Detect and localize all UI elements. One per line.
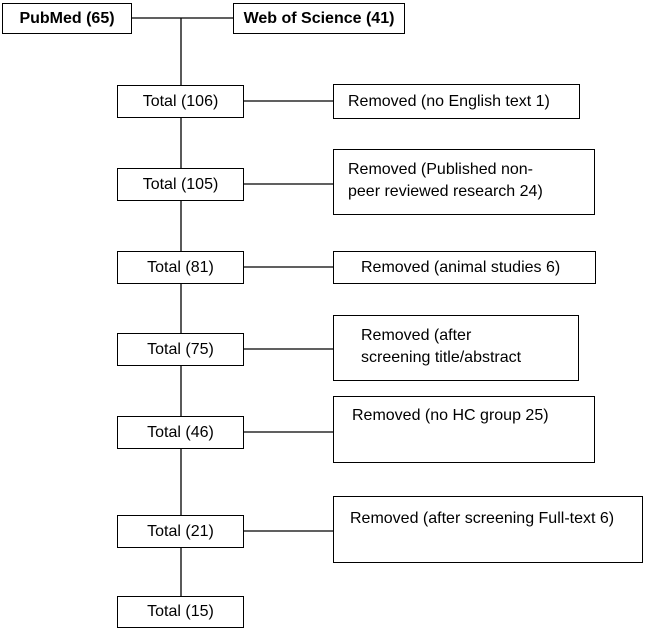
total-label: Total (75) [147,340,214,358]
total-box-6: Total (21) [117,515,244,548]
source-box-pubmed: PubMed (65) [2,3,132,34]
total-label: Total (106) [142,92,219,110]
removed-label: Removed (animal studies 6) [361,259,561,276]
total-label: Total (46) [147,423,214,441]
removed-box-3: Removed (animal studies 6) [333,251,596,284]
source-box-web-of-science: Web of Science (41) [233,3,405,34]
removed-label-line-1: Removed (Published non- [348,161,533,178]
total-box-1: Total (106) [117,85,244,118]
source-label: Web of Science (41) [243,9,395,27]
total-label: Total (15) [147,603,214,620]
removed-box-5: Removed (no HC group 25) [333,396,595,463]
removed-label: Removed (no English text 1) [348,93,550,110]
removed-box-6: Removed (after screening Full-text 6) [333,496,643,563]
total-box-2: Total (105) [117,168,244,201]
removed-label: Removed (no HC group 25) [352,407,549,424]
total-box-4: Total (75) [117,333,244,366]
removed-label: Removed (after screening Full-text 6) [350,510,615,527]
removed-label-line-2: screening title/abstract [361,349,522,366]
total-box-3: Total (81) [117,251,244,284]
removed-box-4: Removed (after screening title/abstract [333,315,579,381]
total-label: Total (105) [142,175,219,193]
removed-box-2: Removed (Published non- peer reviewed re… [333,149,595,215]
removed-label-line-1: Removed (after [361,327,472,344]
source-label: PubMed (65) [19,9,115,27]
total-label: Total (21) [147,522,214,540]
total-box-5: Total (46) [117,416,244,449]
total-label: Total (81) [147,258,214,276]
removed-box-1: Removed (no English text 1) [333,84,580,119]
removed-label-line-2: peer reviewed research 24) [348,183,543,200]
total-box-final: Total (15) [117,596,244,628]
